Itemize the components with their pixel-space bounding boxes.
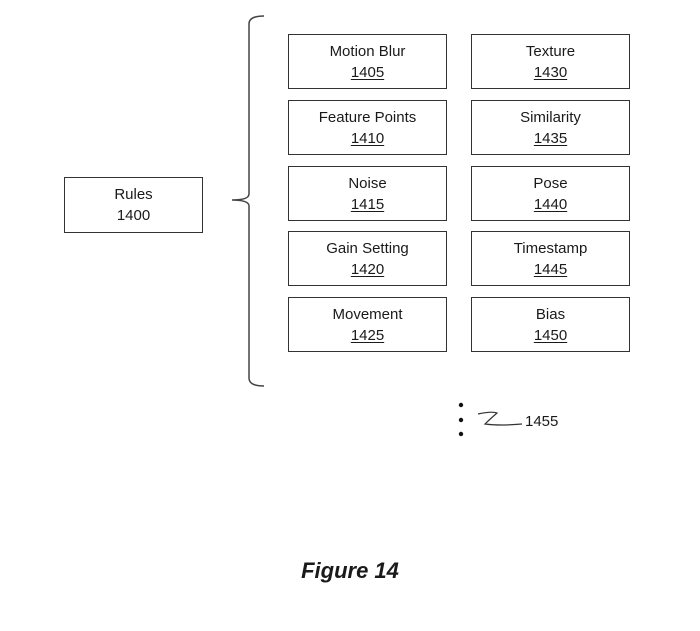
rule-label: Motion Blur [329,42,406,60]
rule-label: Noise [348,174,387,192]
rule-label: Similarity [520,108,581,126]
rule-box-pose: Pose 1440 [471,166,630,221]
rule-label: Gain Setting [326,239,409,257]
rule-box-timestamp: Timestamp 1445 [471,231,630,286]
rule-number: 1450 [533,326,568,344]
ellipsis-dot [458,402,464,408]
root-label: Rules [114,186,153,203]
rule-label: Movement [332,305,403,323]
root-number: 1400 [116,207,151,224]
rule-number: 1445 [533,260,568,278]
rule-number: 1435 [533,129,568,147]
rule-box-texture: Texture 1430 [471,34,630,89]
rule-box-gain-setting: Gain Setting 1420 [288,231,447,286]
rule-number: 1415 [350,195,385,213]
rule-label: Pose [533,174,568,192]
rule-number: 1440 [533,195,568,213]
rule-box-movement: Movement 1425 [288,297,447,352]
rule-number: 1425 [350,326,385,344]
rule-box-motion-blur: Motion Blur 1405 [288,34,447,89]
reference-leader-line [477,411,523,426]
continuation-reference-number: 1455 [525,413,559,430]
curly-brace [231,15,265,387]
rule-label: Feature Points [318,108,417,126]
figure-caption: Figure 14 [301,558,399,583]
rule-label: Timestamp [513,239,588,257]
rule-box-similarity: Similarity 1435 [471,100,630,155]
rule-number: 1430 [533,63,568,81]
rule-label: Texture [525,42,576,60]
rule-number: 1420 [350,260,385,278]
rule-box-feature-points: Feature Points 1410 [288,100,447,155]
rules-root-box: Rules 1400 [64,177,203,233]
ellipsis-dot [458,417,464,423]
rule-box-noise: Noise 1415 [288,166,447,221]
rule-number: 1405 [350,63,385,81]
rule-label: Bias [535,305,566,323]
rule-number: 1410 [350,129,385,147]
ellipsis-dot [458,431,464,437]
rule-box-bias: Bias 1450 [471,297,630,352]
